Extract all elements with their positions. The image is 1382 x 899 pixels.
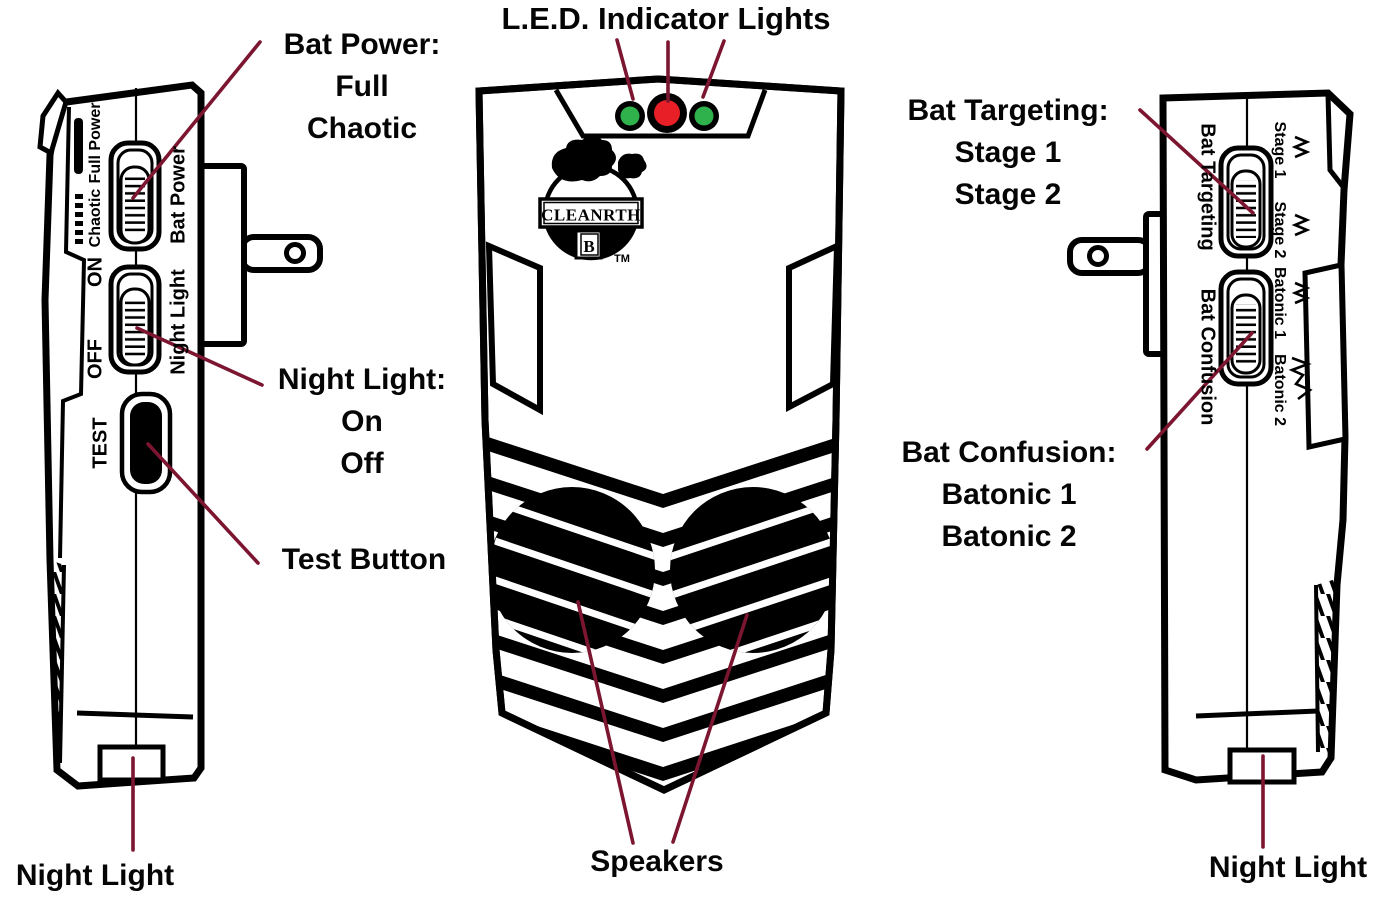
night-light-option-off: Off	[340, 447, 384, 480]
bat-targeting-option-stage2: Stage 2	[954, 178, 1062, 211]
leader-line	[146, 442, 260, 565]
right-device-body	[1159, 89, 1354, 784]
batonic2-print-label: Batonic 2	[1271, 353, 1288, 427]
plug-prong-hole	[284, 242, 306, 264]
led-recess	[553, 88, 768, 139]
right-device-grip-hatching	[1316, 579, 1336, 757]
leader-line	[701, 39, 726, 99]
batonic2-waveform-icon	[1288, 356, 1313, 401]
chaotic-print-label: Chaotic	[87, 188, 104, 248]
bat-power-option-full: Full	[335, 70, 389, 103]
center-device-body	[475, 75, 845, 794]
leader-line	[1145, 331, 1254, 451]
bat-targeting-print-label: Bat Targeting	[1196, 123, 1219, 251]
bat-power-option-chaotic: Chaotic	[306, 112, 418, 145]
off-print-label: OFF	[84, 339, 107, 379]
night-light-bottom-right-annotation: Night Light	[1208, 851, 1368, 884]
leader-line	[131, 40, 262, 200]
led-red-center	[654, 100, 680, 126]
bat-targeting-option-stage1: Stage 1	[954, 136, 1062, 169]
left-device-top-bevel	[37, 88, 69, 157]
on-print-label: ON	[84, 257, 107, 287]
stage1-print-label: Stage 1	[1271, 121, 1288, 179]
bat-power-print-label: Bat Power	[167, 146, 190, 244]
speakers-annotation: Speakers	[590, 845, 724, 878]
right-device-top-bevel	[1325, 93, 1346, 190]
right-device-edge-panel	[1302, 261, 1348, 451]
logo-badge-letter: B	[583, 237, 594, 256]
bat-confusion-print-label: Bat Confusion	[1196, 288, 1219, 426]
chaotic-dotted-indicator	[75, 194, 83, 244]
bat-targeting-annotation: Bat Targeting: Stage 1 Stage 2	[907, 90, 1108, 216]
bat-confusion-switch	[1218, 269, 1274, 387]
right-device-bottom-face-line	[1195, 708, 1319, 719]
night-light-annotation-title: Night Light:	[277, 363, 447, 396]
batonic1-waveform-icon	[1291, 281, 1311, 305]
leader-line	[576, 600, 635, 845]
annotation-leader-lines	[131, 38, 1265, 852]
batonic1-print-label: Batonic 1	[1271, 266, 1288, 340]
center-device-front-view: CLEANRTH B TM	[475, 75, 845, 794]
stage1-waveform-icon	[1291, 135, 1311, 159]
stage2-waveform-icon	[1291, 213, 1311, 237]
led-green-right	[694, 106, 714, 126]
plug-prong	[1067, 237, 1153, 276]
night-light-annotation: Night Light: On Off	[278, 359, 446, 485]
left-device-edge-contour	[58, 106, 87, 559]
test-button-annotation: Test Button	[281, 543, 447, 576]
left-device-plug	[193, 163, 323, 347]
test-print-label: TEST	[89, 417, 112, 469]
leader-line	[135, 326, 264, 387]
right-device-hatch-border	[1314, 584, 1320, 753]
night-light-switch	[108, 264, 162, 375]
plug-prong	[239, 234, 323, 273]
night-light-bottom-left-annotation: Night Light	[15, 859, 175, 892]
stage2-print-label: Stage 2	[1271, 201, 1288, 259]
waveform-icons	[1288, 135, 1313, 401]
test-button	[119, 391, 173, 495]
bat-power-annotation-title: Bat Power:	[283, 28, 441, 61]
leader-line	[1138, 108, 1255, 215]
bat-confusion-option-batonic2: Batonic 2	[941, 520, 1077, 553]
bat-power-annotation: Bat Power: Full Chaotic	[284, 24, 441, 150]
bat-confusion-annotation: Bat Confusion: Batonic 1 Batonic 2	[902, 432, 1117, 558]
led-green-left	[620, 106, 640, 126]
led-indicator-lights-label: L.E.D. Indicator Lights	[501, 1, 831, 36]
night-light-option-on: On	[341, 405, 383, 438]
bat-targeting-annotation-title: Bat Targeting:	[907, 94, 1109, 127]
night-light-print-label: Night Light	[167, 269, 190, 375]
left-vent	[485, 241, 543, 416]
full-power-print-label: Full Power	[87, 102, 104, 184]
left-device-hatch-border	[58, 564, 66, 764]
full-power-solid-indicator	[74, 118, 83, 174]
leader-line	[615, 38, 635, 101]
right-device-side-view	[1067, 89, 1354, 785]
left-device-side-view	[37, 81, 323, 790]
cleanrth-logo: CLEANRTH B TM	[538, 136, 647, 265]
plug-prong-hole	[1087, 245, 1109, 267]
leader-line	[671, 613, 749, 844]
center-device-outline-overlay	[475, 75, 845, 794]
bat-targeting-switch	[1218, 145, 1274, 259]
bat-confusion-annotation-title: Bat Confusion:	[901, 436, 1117, 469]
bat-confusion-option-batonic1: Batonic 1	[941, 478, 1077, 511]
led-indicator-lights	[615, 93, 719, 133]
logo-brand-text: CLEANRTH	[541, 206, 641, 225]
logo-trademark: TM	[614, 253, 630, 265]
